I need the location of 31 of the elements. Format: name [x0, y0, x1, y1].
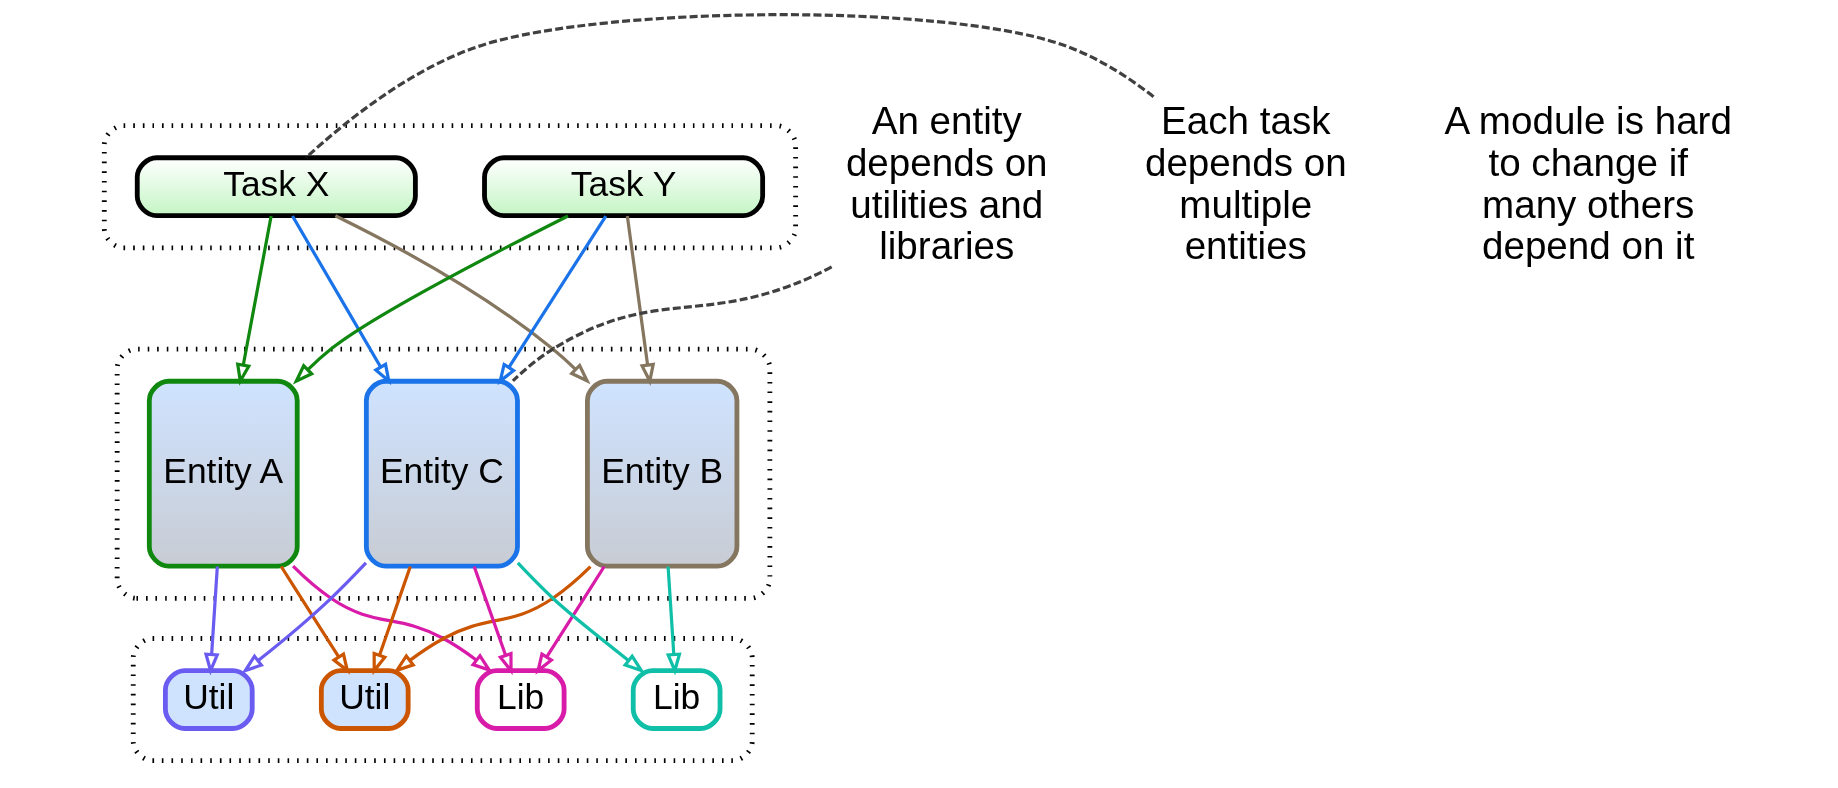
- cluster: [114, 346, 773, 601]
- node-text: An entity depends on utilities and libraries: [845, 98, 1048, 268]
- node-box: Task Y: [482, 155, 766, 219]
- arrow: [291, 215, 392, 386]
- node-box: Entity C: [363, 378, 520, 569]
- arrow: [279, 565, 350, 675]
- node-text: Each task depends on multiple entities: [1144, 98, 1347, 268]
- node-box: Lib: [630, 668, 723, 731]
- arrow: [334, 214, 591, 385]
- arrow: [516, 561, 646, 674]
- node-box: Util: [318, 668, 411, 731]
- label: A module is hard to change if many others depend on it: [1444, 98, 1732, 268]
- node-box: Entity A: [146, 378, 300, 569]
- arrow: [235, 215, 273, 386]
- arrow: [241, 561, 368, 674]
- arrow: [292, 214, 569, 385]
- cluster: [130, 636, 755, 764]
- arrow: [625, 215, 656, 386]
- arrow: [535, 565, 606, 675]
- arrow: [497, 215, 608, 386]
- connector: [511, 265, 833, 383]
- arrow: [291, 565, 494, 674]
- node-box: Lib: [474, 668, 567, 731]
- arrow: [372, 566, 412, 676]
- cluster: [101, 123, 798, 251]
- node-box: Util: [163, 668, 255, 731]
- arrow: [472, 565, 513, 676]
- arrow: [203, 566, 220, 676]
- arrow: [393, 565, 592, 674]
- node-box: Task X: [134, 155, 418, 219]
- node-box: Entity B: [585, 378, 740, 569]
